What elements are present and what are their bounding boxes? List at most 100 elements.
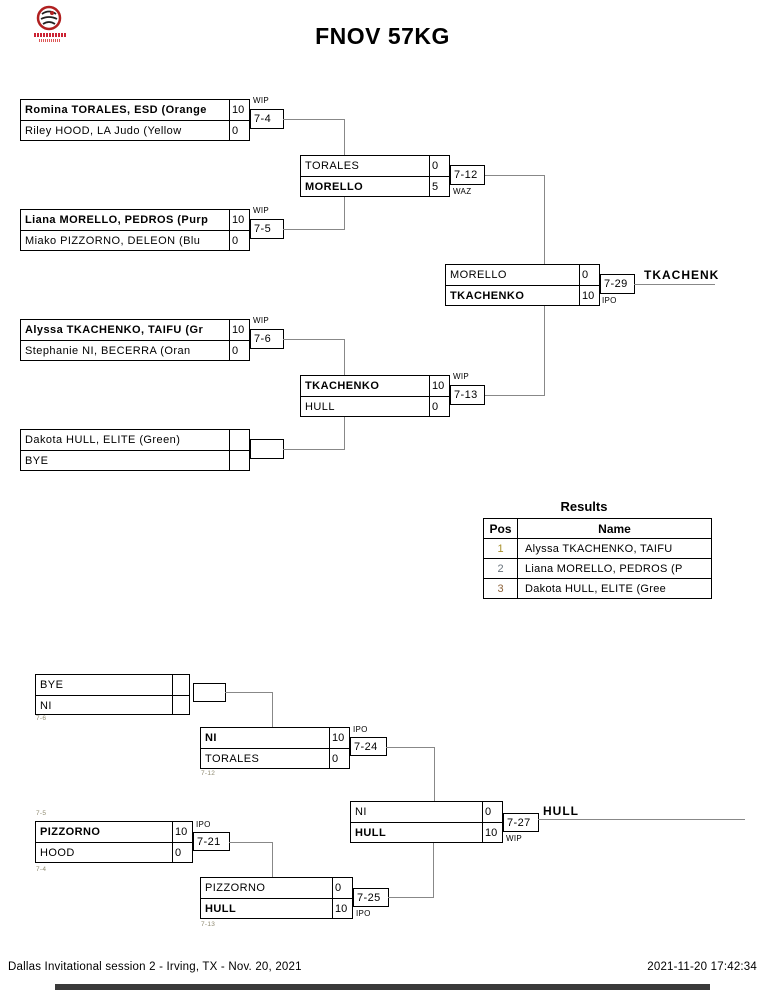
- match-number-empty: [193, 683, 226, 702]
- repechage-match-box-7-24: NI 10 TORALES 0: [200, 727, 350, 769]
- score-value: 10: [332, 732, 345, 744]
- match-box-7-12: TORALES 0 MORELLO 5: [300, 155, 450, 197]
- bracket-connector-line: [344, 119, 345, 157]
- results-col-name: Name: [517, 518, 712, 539]
- bracket-connector-line: [344, 197, 345, 230]
- results-row: 2 Liana MORELLO, PEDROS (P: [483, 558, 712, 579]
- competitor-name: NI: [351, 802, 483, 822]
- competitor-name: HOOD: [36, 843, 173, 862]
- win-type-label: IPO: [353, 725, 368, 734]
- result-name: Liana MORELLO, PEDROS (P: [517, 558, 712, 579]
- score-value: 0: [232, 235, 239, 247]
- score-value: 0: [232, 125, 239, 137]
- score-value: 10: [232, 214, 245, 226]
- result-name: Alyssa TKACHENKO, TAIFU: [517, 538, 712, 559]
- competitor-row: MORELLO 5: [301, 176, 449, 196]
- footer-event-info: Dallas Invitational session 2 - Irving, …: [8, 961, 302, 973]
- from-match-label: 7-4: [36, 866, 47, 873]
- bracket-connector-line: [544, 175, 545, 266]
- score-value: 10: [232, 104, 245, 116]
- repechage-match-box-bye: BYE NI: [35, 674, 190, 715]
- win-type-label: WIP: [253, 316, 270, 325]
- competitor-row: NI 0: [351, 802, 502, 822]
- competitor-name: BYE: [21, 451, 230, 470]
- competitor-row: Alyssa TKACHENKO, TAIFU (Gr 10: [21, 320, 249, 340]
- bracket-connector-line: [272, 692, 273, 729]
- competitor-name: TKACHENKO: [301, 376, 430, 396]
- competitor-row: Dakota HULL, ELITE (Green): [21, 430, 249, 450]
- competitor-name: Alyssa TKACHENKO, TAIFU (Gr: [21, 320, 230, 340]
- win-type-label: WIP: [453, 372, 470, 381]
- score-value: 10: [335, 903, 348, 915]
- score-value: 0: [432, 160, 439, 172]
- competitor-row: TKACHENKO 10: [446, 285, 599, 305]
- match-number: 7-5: [250, 219, 284, 239]
- score-value: 0: [335, 882, 342, 894]
- score-value: 5: [432, 181, 439, 193]
- bracket-connector-line: [433, 842, 434, 897]
- win-type-label: WAZ: [453, 187, 472, 196]
- club-logo-text-line: [34, 33, 66, 37]
- competitor-row: TORALES 0: [301, 156, 449, 176]
- score-value: 10: [432, 380, 445, 392]
- match-number: 7-29: [600, 274, 635, 294]
- competitor-name: Stephanie NI, BECERRA (Oran: [21, 341, 230, 360]
- winner-line: [538, 818, 745, 820]
- score-value: 10: [175, 826, 188, 838]
- competitor-row: Liana MORELLO, PEDROS (Purp 10: [21, 210, 249, 230]
- win-type-label: WIP: [506, 834, 523, 843]
- win-type-label: IPO: [356, 909, 371, 918]
- result-position: 2: [483, 558, 518, 579]
- competitor-row: HOOD 0: [36, 842, 192, 862]
- from-match-label: 7-6: [36, 715, 47, 722]
- from-match-label: 7-12: [201, 770, 216, 777]
- result-position: 1: [483, 538, 518, 559]
- repechage-match-box-7-25: PIZZORNO 0 HULL 10: [200, 877, 353, 919]
- competitor-name: MORELLO: [446, 265, 580, 285]
- competitor-name: MORELLO: [301, 177, 430, 196]
- competitor-row: NI 10: [201, 728, 349, 748]
- match-number: 7-25: [353, 888, 389, 907]
- competitor-row: MORELLO 0: [446, 265, 599, 285]
- competitor-row: PIZZORNO 10: [36, 822, 192, 842]
- page-bottom-bar: [55, 984, 710, 990]
- score-value: [173, 675, 189, 695]
- score-value: [230, 430, 249, 450]
- bracket-connector-line: [544, 305, 545, 396]
- bracket-connector-line: [485, 394, 545, 396]
- results-row: 3 Dakota HULL, ELITE (Gree: [483, 578, 712, 599]
- competitor-name: HULL: [351, 823, 483, 842]
- competitor-name: HULL: [301, 397, 430, 416]
- competitor-row: HULL 0: [301, 396, 449, 416]
- competitor-row: HULL 10: [201, 898, 352, 918]
- repechage-winner-name: HULL: [543, 804, 579, 818]
- competitor-name: Riley HOOD, LA Judo (Yellow: [21, 121, 230, 140]
- competitor-row: HULL 10: [351, 822, 502, 842]
- match-box-7-5: Liana MORELLO, PEDROS (Purp 10 Miako PIZ…: [20, 209, 250, 251]
- match-box-7-13: TKACHENKO 10 HULL 0: [300, 375, 450, 417]
- bracket-connector-line: [388, 896, 434, 898]
- match-box-bye: Dakota HULL, ELITE (Green) BYE: [20, 429, 250, 471]
- winner-line: [634, 283, 715, 285]
- match-number: 7-12: [450, 165, 485, 185]
- results-table: Pos Name 1 Alyssa TKACHENKO, TAIFU 2 Lia…: [483, 518, 712, 599]
- win-type-label: IPO: [602, 296, 617, 305]
- competitor-row: Stephanie NI, BECERRA (Oran 0: [21, 340, 249, 360]
- repechage-match-box-7-21: PIZZORNO 10 HOOD 0: [35, 821, 193, 863]
- bracket-connector-line: [272, 842, 273, 878]
- competitor-row: NI: [36, 694, 189, 714]
- results-title: Results: [560, 499, 608, 514]
- score-value: 0: [332, 753, 339, 765]
- results-col-pos: Pos: [483, 518, 518, 539]
- competitor-row: Miako PIZZORNO, DELEON (Blu 0: [21, 230, 249, 250]
- competitor-row: Romina TORALES, ESD (Orange 10: [21, 100, 249, 120]
- competitor-name: Miako PIZZORNO, DELEON (Blu: [21, 231, 230, 250]
- results-header-row: Pos Name: [483, 518, 712, 539]
- match-number: 7-24: [350, 737, 387, 756]
- competitor-row: BYE: [21, 450, 249, 470]
- competitor-name: TKACHENKO: [446, 286, 580, 305]
- bracket-connector-line: [283, 338, 345, 340]
- competitor-row: TKACHENKO 10: [301, 376, 449, 396]
- competitor-name: BYE: [36, 675, 173, 695]
- win-type-label: WIP: [253, 206, 270, 215]
